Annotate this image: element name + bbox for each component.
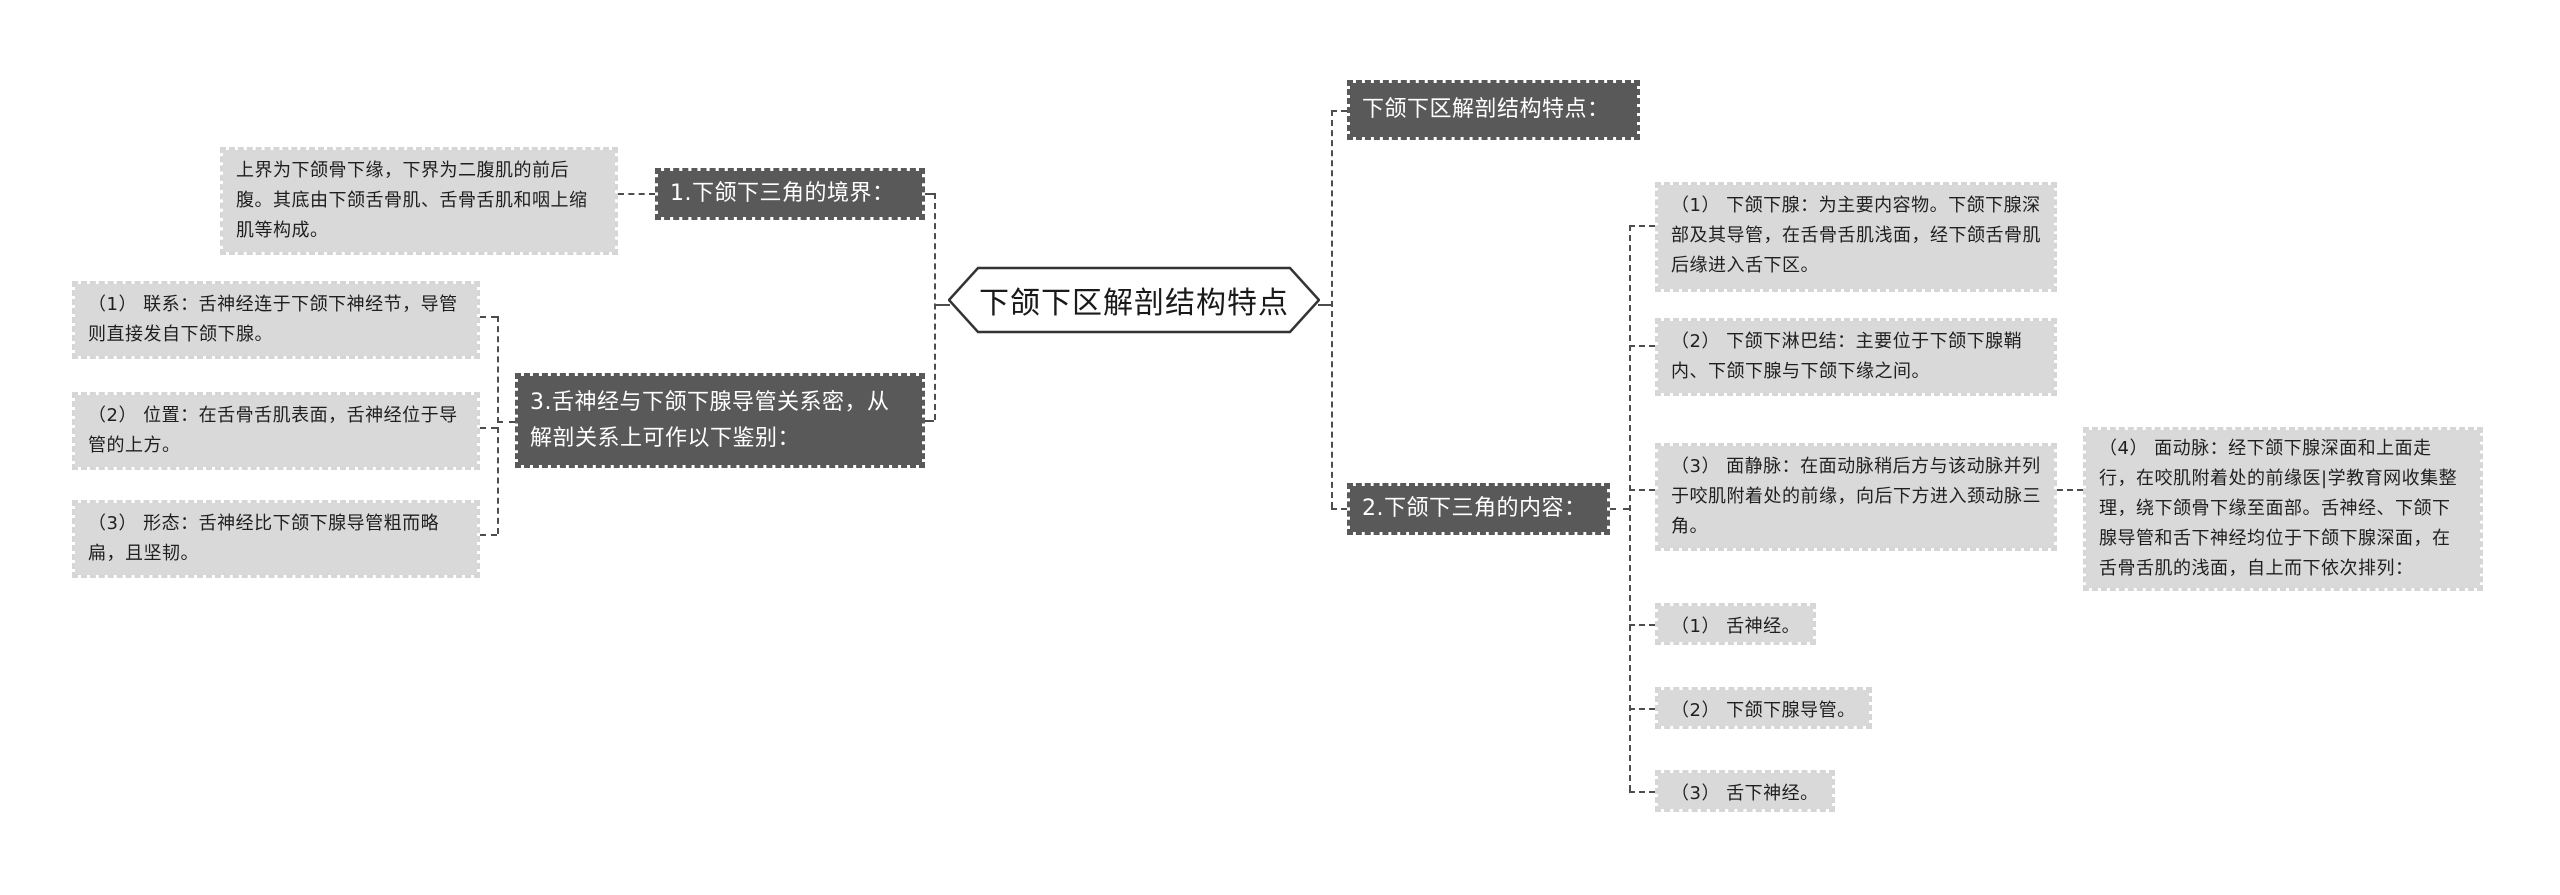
connector-line: [2057, 489, 2083, 491]
connector-line: [1629, 624, 1655, 626]
connector-line: [1331, 110, 1333, 508]
box-lingual-item-3: （3） 形态：舌神经比下颌下腺导管粗而略扁，且坚韧。: [72, 500, 480, 578]
connector-line: [1629, 708, 1655, 710]
connector-line: [1629, 489, 1655, 491]
box-content-item-3: （3） 面静脉：在面动脉稍后方与该动脉并列于咬肌附着处的前缘，向后下方进入颈动脉…: [1655, 443, 2057, 551]
connector-line: [1629, 225, 1655, 227]
box-sequence-item-2: （2） 下颌下腺导管。: [1655, 687, 1872, 729]
connector-line: [497, 421, 515, 423]
connector-line: [1629, 791, 1655, 793]
node-right-heading: 下颌下区解剖结构特点：: [1347, 80, 1640, 140]
box-facial-artery: （4） 面动脉：经下颌下腺深面和上面走行，在咬肌附着处的前缘医|学教育网收集整理…: [2083, 427, 2483, 591]
connector-line: [497, 316, 499, 534]
connector-line: [925, 193, 934, 195]
connector-line: [1331, 508, 1347, 510]
box-content-item-2: （2） 下颌下淋巴结：主要位于下颌下腺鞘内、下颌下腺与下颌下缘之间。: [1655, 318, 2057, 396]
connector-line: [934, 193, 936, 420]
node-content-topic: 2.下颌下三角的内容：: [1347, 483, 1610, 535]
node-boundary-topic: 1.下颌下三角的境界：: [655, 168, 925, 220]
box-content-item-1: （1） 下颌下腺：为主要内容物。下颌下腺深部及其导管，在舌骨舌肌浅面，经下颌舌骨…: [1655, 182, 2057, 292]
connector-line: [1610, 508, 1629, 510]
root-node: 下颌下区解剖结构特点: [948, 266, 1320, 334]
box-lingual-item-1: （1） 联系：舌神经连于下颌下神经节，导管则直接发自下颌下腺。: [72, 281, 480, 359]
box-sequence-item-1: （1） 舌神经。: [1655, 603, 1817, 645]
connector-line: [1331, 110, 1347, 112]
connector-line: [1318, 304, 1331, 306]
connector-line: [1629, 345, 1655, 347]
root-node-label: 下颌下区解剖结构特点: [979, 286, 1289, 321]
connector-line: [618, 193, 655, 195]
connector-line: [480, 427, 497, 429]
box-sequence-item-3: （3） 舌下神经。: [1655, 770, 1835, 812]
node-lingual-topic: 3.舌神经与下颌下腺导管关系密，从解剖关系上可作以下鉴别：: [515, 373, 925, 468]
box-boundary-detail: 上界为下颌骨下缘，下界为二腹肌的前后腹。其底由下颌舌骨肌、舌骨舌肌和咽上缩肌等构…: [220, 147, 618, 255]
connector-line: [1629, 225, 1631, 791]
connector-line: [480, 316, 497, 318]
box-lingual-item-2: （2） 位置：在舌骨舌肌表面，舌神经位于导管的上方。: [72, 392, 480, 470]
connector-line: [925, 420, 934, 422]
connector-line: [480, 534, 497, 536]
hexagon-shape: [948, 266, 1320, 334]
connector-line: [936, 304, 950, 306]
